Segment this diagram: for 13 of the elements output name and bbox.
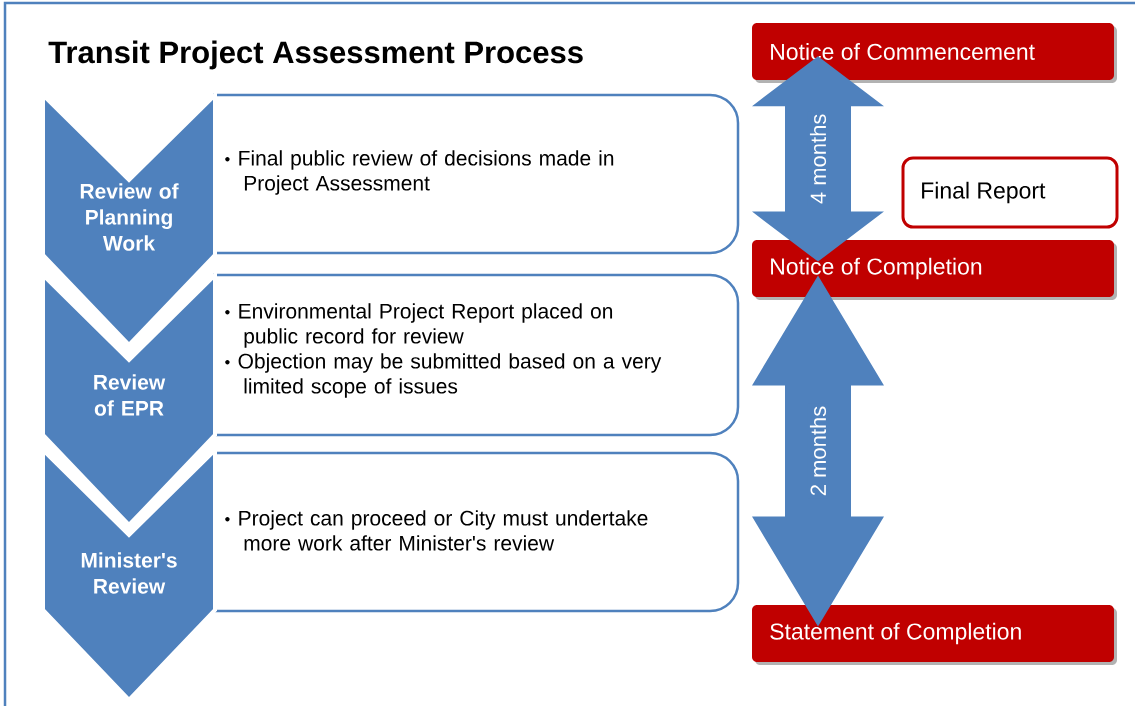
text-box: Project can proceed or City must undertake more work after Minister's review <box>211 451 740 613</box>
notice-box: Final Report <box>901 156 1119 229</box>
text-box: Environmental Project Report placed on public record for review Objection may be submitted based on a very limited scope of issues <box>211 273 740 437</box>
notice-box: Notice of Completion <box>752 240 1117 300</box>
stage-band: Review of Planning Work <box>41 90 217 348</box>
edge-label: 2 months <box>809 406 827 496</box>
double-arrow <box>752 275 884 627</box>
notice-box: Statement of Completion <box>752 605 1117 665</box>
title: Transit Project Assessment Process <box>48 40 583 70</box>
edge-label: 4 months <box>809 114 827 204</box>
text-box: Final public review of decisions made in Project Assessment <box>211 93 740 255</box>
notice-box: Notice of Commencement <box>752 23 1117 83</box>
node-label: Minister's Review <box>81 552 177 594</box>
